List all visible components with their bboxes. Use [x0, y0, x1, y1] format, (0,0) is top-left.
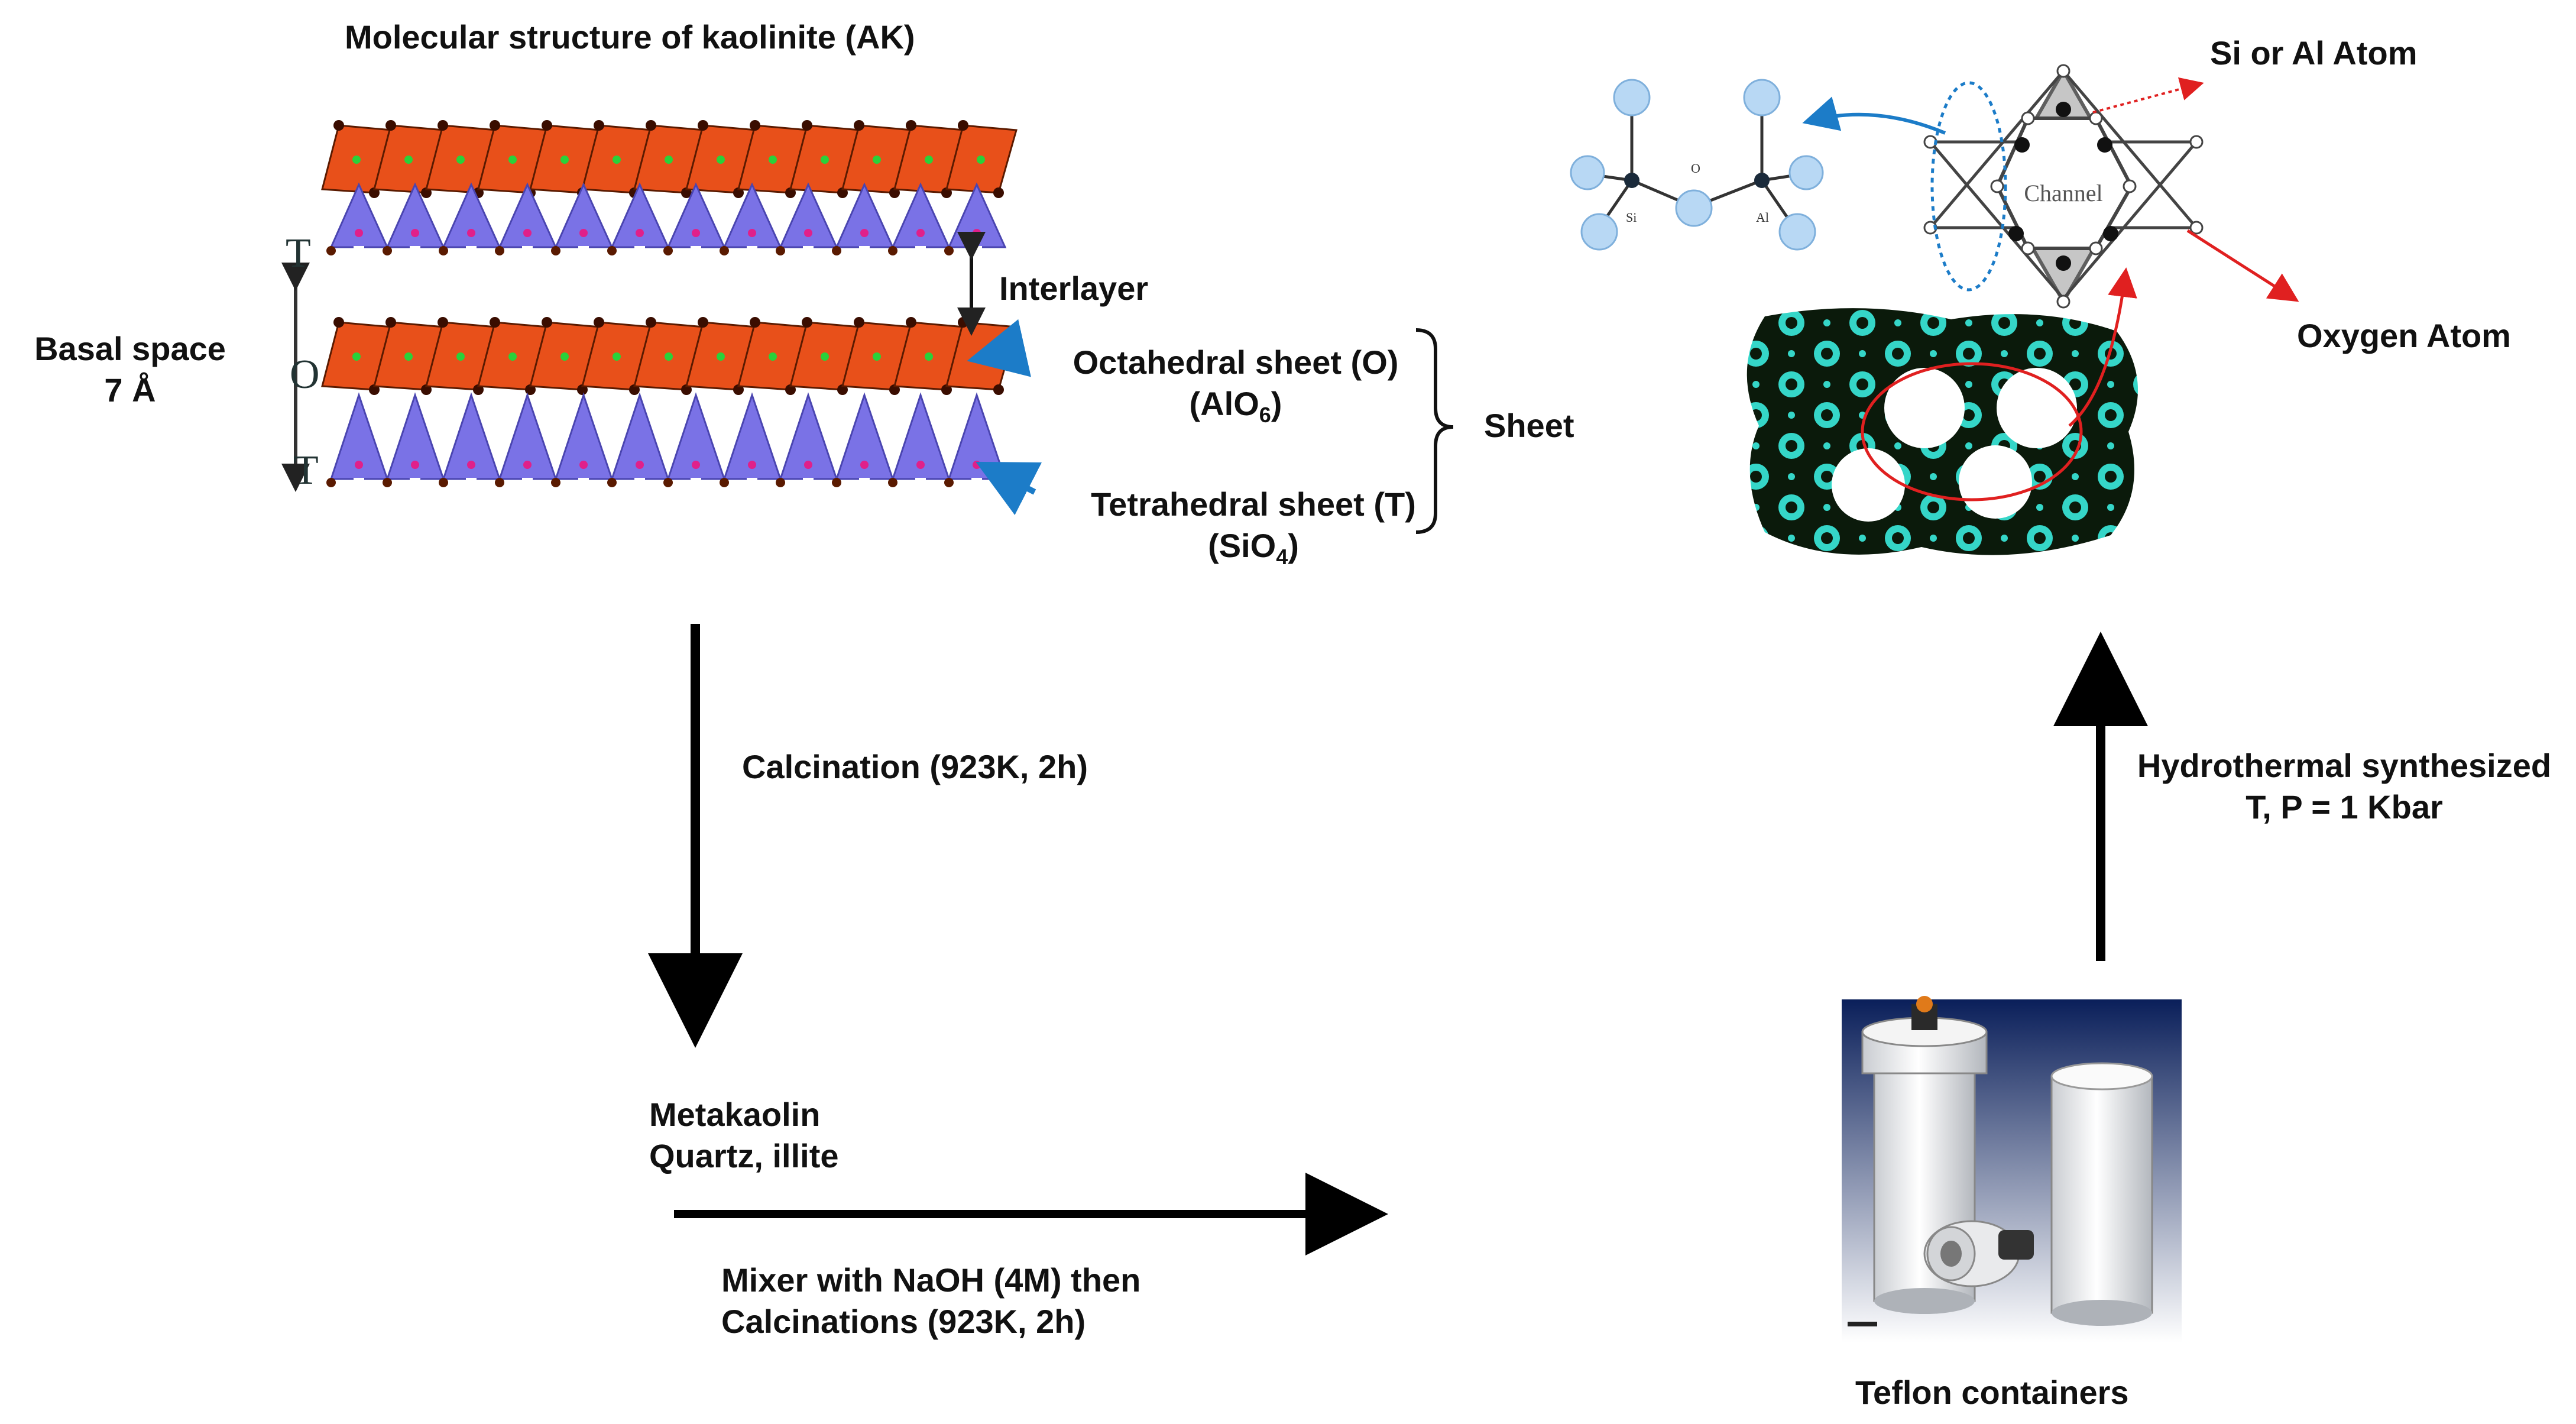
basal-space-label: Basal space 7 Å [24, 328, 236, 411]
o-atom-label: O [1691, 161, 1700, 176]
si-atom-label: Si [1626, 210, 1637, 225]
metakaolin-line2: Quartz, illite [649, 1137, 839, 1174]
basal-space-text: Basal space [34, 330, 226, 367]
channel-structure: Channel [1923, 64, 2204, 309]
channel-detail-ellipse [1930, 81, 2007, 292]
tetrahedral-formula: (SiO4) [1208, 527, 1299, 569]
hydrothermal-line1: Hydrothermal synthesized [2137, 747, 2552, 784]
zoom-in-arrow [2068, 267, 2137, 427]
mixer-label: Mixer with NaOH (4M) then Calcinations (… [721, 1260, 1140, 1342]
metakaolin-line1: Metakaolin [649, 1096, 821, 1133]
tetrahedral-layer-bottom [326, 392, 1007, 487]
zeolite-framework-image [1747, 308, 2138, 555]
hydrothermal-line2: T, P = 1 Kbar [2246, 788, 2443, 826]
t-top-label: T [286, 231, 311, 276]
teflon-label: Teflon containers [1855, 1374, 2129, 1411]
oxygen-pointer-arrow [2186, 229, 2299, 302]
octahedral-formula: (AlO6) [1189, 385, 1282, 428]
tetrahedral-sheet-name: Tetrahedral sheet (T) [1091, 486, 1416, 523]
interlayer-label: Interlayer [999, 270, 1149, 307]
kaolinite-structure [321, 120, 1018, 487]
basal-space-value: 7 Å [104, 371, 156, 409]
si-o-al-bond-model: Si O Al [1570, 79, 1824, 251]
o-middle-label: O [290, 352, 320, 397]
si-al-atom-label: Si or Al Atom [2210, 34, 2418, 72]
tetrahedral-sheet-label: Tetrahedral sheet (T) (SiO4) [1046, 484, 1460, 570]
al-atom-label: Al [1756, 210, 1769, 225]
hydrothermal-label: Hydrothermal synthesized T, P = 1 Kbar [2117, 745, 2572, 828]
metakaolin-label: Metakaolin Quartz, illite [649, 1094, 839, 1177]
octahedral-pointer-arrow [967, 319, 1031, 377]
mixer-line2: Calcinations (923K, 2h) [721, 1303, 1086, 1340]
detail-arrow [1802, 96, 1946, 135]
si-al-pointer-arrow [2092, 77, 2204, 114]
octahedral-sheet-label: Octahedral sheet (O) (AlO6) [1029, 342, 1443, 428]
octahedral-sheet-name: Octahedral sheet (O) [1072, 344, 1399, 381]
octahedral-layer-bottom [321, 317, 1018, 395]
tetrahedral-layer-top [326, 182, 1007, 255]
teflon-containers-image [1842, 996, 2182, 1342]
sheet-label: Sheet [1484, 407, 1574, 444]
t-bottom-label: T [293, 448, 319, 493]
octahedral-layer-top [321, 120, 1018, 198]
sheet-brace [1415, 328, 1454, 534]
channel-label: Channel [2024, 180, 2102, 206]
tetrahedral-pointer-arrow [976, 461, 1042, 515]
mixer-line1: Mixer with NaOH (4M) then [721, 1261, 1141, 1299]
oxygen-atom-label: Oxygen Atom [2297, 317, 2511, 354]
calcination-label: Calcination (923K, 2h) [742, 748, 1088, 785]
zeolite-highlight-circle [1861, 362, 2083, 501]
kaolinite-title: Molecular structure of kaolinite (AK) [345, 18, 915, 56]
